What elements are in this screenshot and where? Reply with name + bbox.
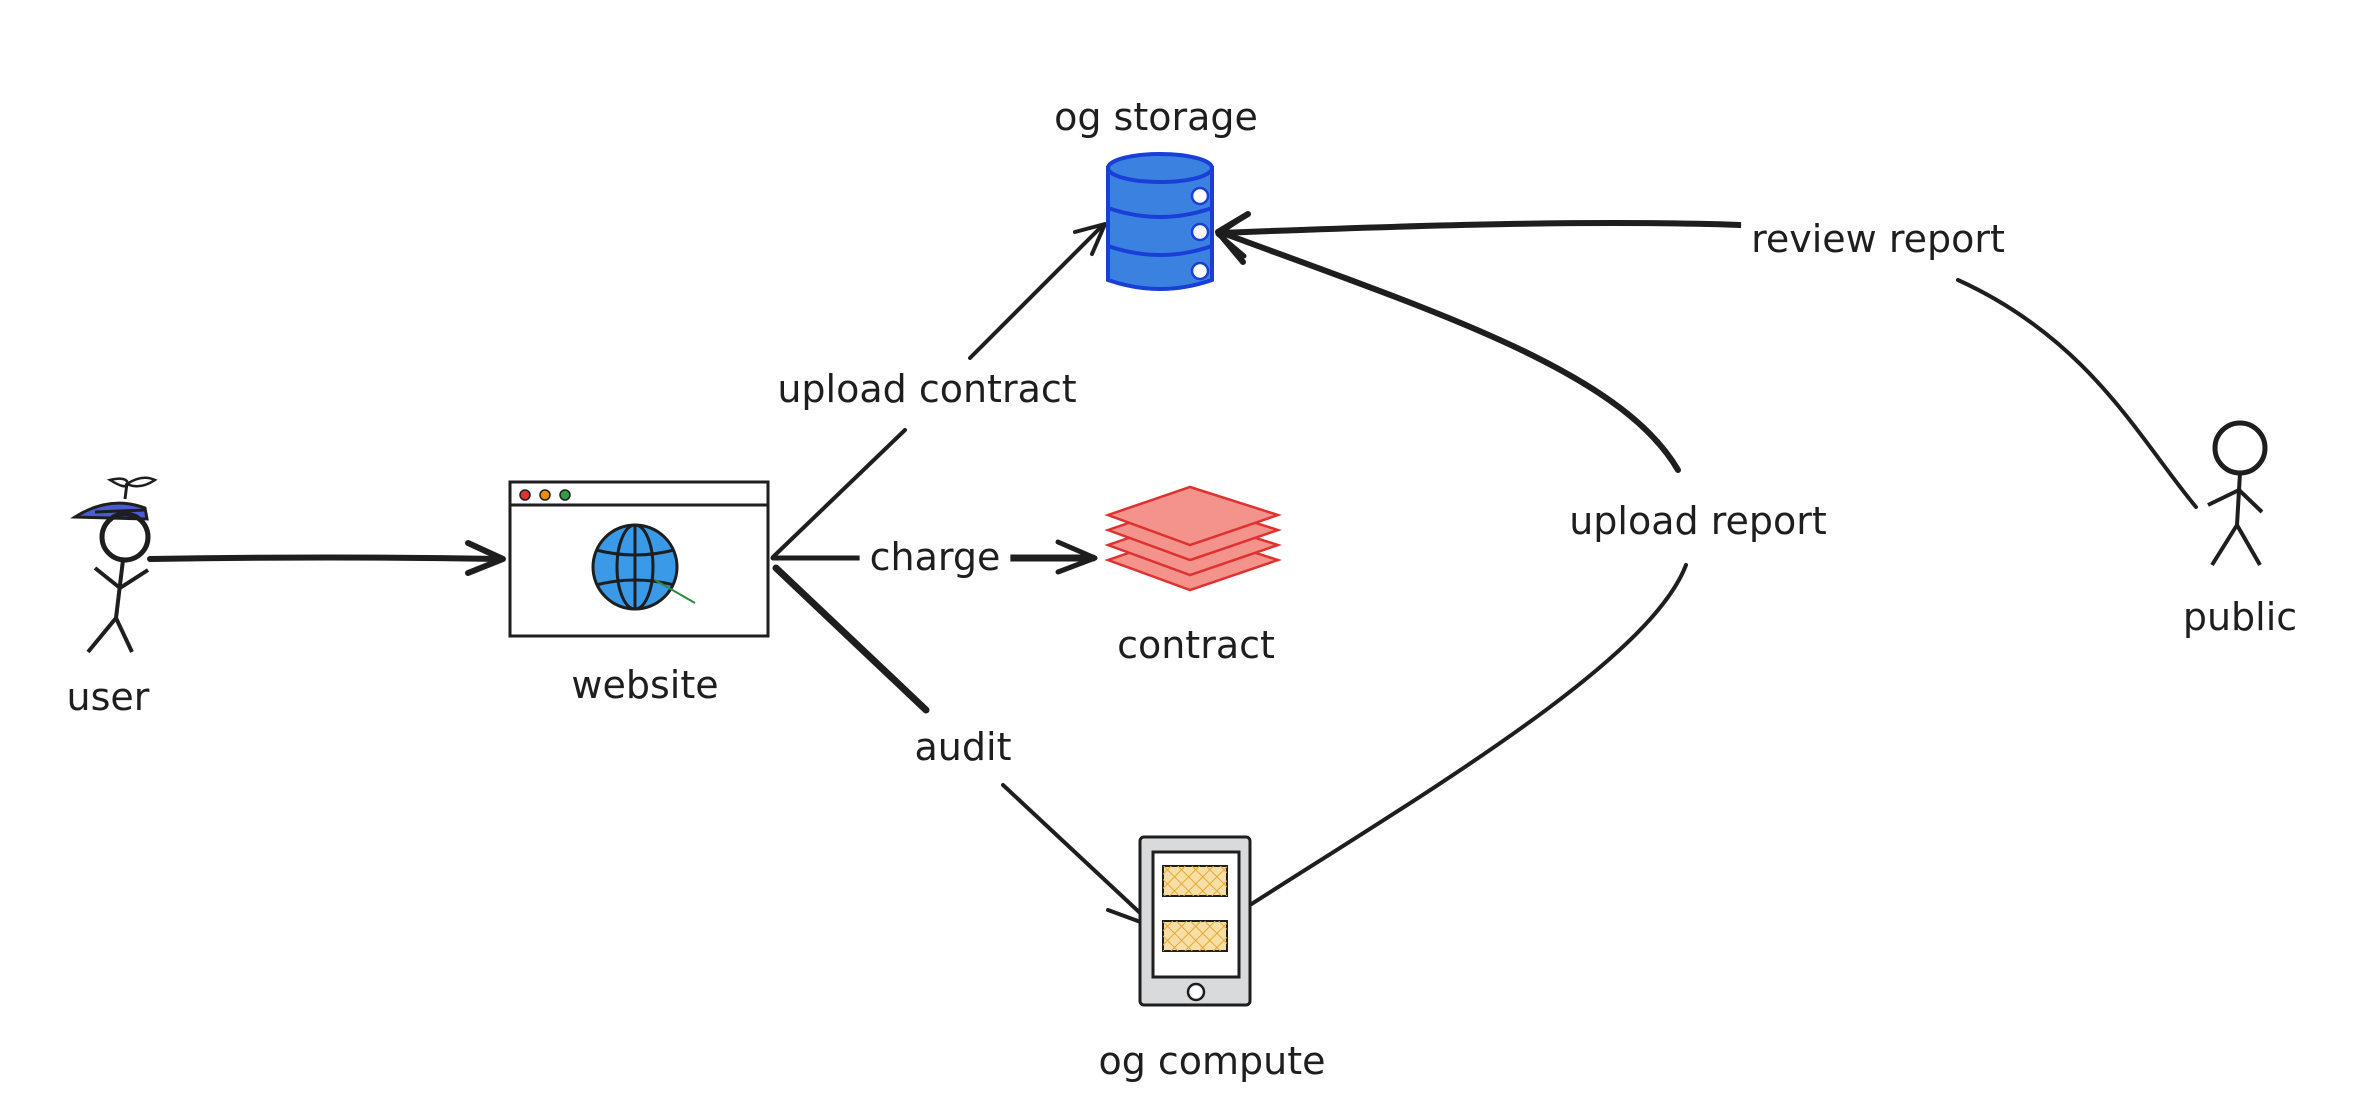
edge-label-background <box>1741 211 2015 267</box>
node-contract: contract <box>1104 485 1282 667</box>
stick-figure-propeller-hat-icon <box>70 476 158 654</box>
edge-user-to-website <box>147 540 506 576</box>
browser-window-globe-icon <box>508 480 770 638</box>
tablet-device-icon <box>1138 835 1252 1007</box>
edge-upload-report: upload report <box>1215 211 1837 907</box>
edge-label-background <box>904 719 1022 775</box>
edge-charge: charge <box>770 529 1098 585</box>
edge-review-report: review report <box>1215 211 2198 509</box>
node-og-storage: og storage <box>1054 95 1258 291</box>
stick-figure-icon <box>2207 420 2268 567</box>
edge-audit: audit <box>772 564 1156 929</box>
node-label-public: public <box>2183 595 2297 639</box>
database-icon <box>1106 152 1214 291</box>
edge-label-background <box>1559 493 1837 549</box>
node-label-website: website <box>571 663 718 707</box>
node-user: user <box>67 476 158 719</box>
edge-label-review-report: review report <box>1751 217 2005 261</box>
edge-label-background <box>767 361 1087 417</box>
edge-label-upload-contract: upload contract <box>777 367 1076 411</box>
edge-label-upload-report: upload report <box>1569 499 1827 543</box>
edge-label-background <box>859 529 1011 585</box>
node-label-og-compute: og compute <box>1098 1039 1325 1083</box>
edge-label-charge: charge <box>870 535 1001 579</box>
node-label-contract: contract <box>1117 623 1275 667</box>
node-website: website <box>508 480 770 707</box>
node-public: public <box>2183 420 2297 639</box>
node-label-og-storage: og storage <box>1054 95 1258 139</box>
node-og-compute: og compute <box>1098 835 1326 1083</box>
node-label-user: user <box>67 675 150 719</box>
edge-label-audit: audit <box>915 725 1012 769</box>
stacked-layers-icon <box>1104 485 1282 592</box>
edge-upload-contract: upload contract <box>767 222 1107 559</box>
